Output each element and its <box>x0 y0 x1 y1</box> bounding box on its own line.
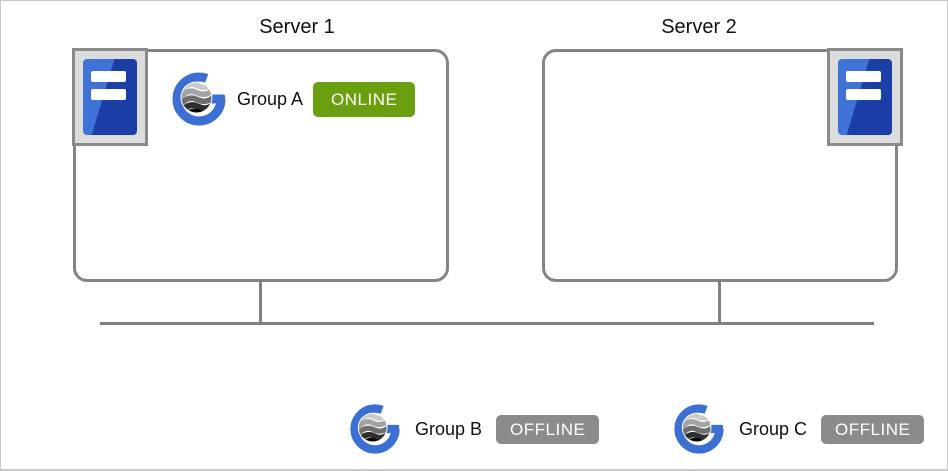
group-a-row: Group A ONLINE <box>171 71 416 127</box>
availability-group-globe-icon <box>349 403 401 455</box>
server-1-title: Server 1 <box>259 16 335 38</box>
group-c-name: Group C <box>739 418 808 439</box>
group-c-row: Group C OFFLINE <box>673 403 925 455</box>
network-line <box>100 322 874 325</box>
availability-group-globe-icon <box>171 71 227 127</box>
group-b-name: Group B <box>415 418 483 439</box>
group-c-status-badge: OFFLINE <box>821 414 925 444</box>
group-a-status-badge: ONLINE <box>313 81 416 117</box>
group-a-name: Group A <box>237 88 304 109</box>
server-1-connector-line <box>259 280 262 325</box>
server-2-title: Server 2 <box>661 16 737 38</box>
server-icon <box>827 48 903 146</box>
server-2-connector-line <box>718 280 721 325</box>
server-icon <box>72 48 148 146</box>
group-b-row: Group B OFFLINE <box>349 403 600 455</box>
group-b-status-badge: OFFLINE <box>496 414 600 444</box>
availability-group-globe-icon <box>673 403 725 455</box>
